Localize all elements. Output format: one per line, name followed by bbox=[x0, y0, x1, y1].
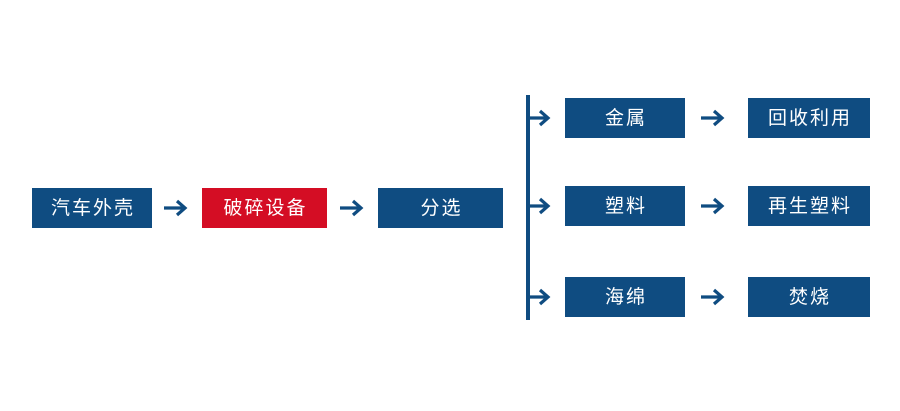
node-crusher[interactable]: 破碎设备 bbox=[202, 188, 327, 228]
node-sorting[interactable]: 分选 bbox=[378, 188, 503, 228]
node-plastic[interactable]: 塑料 bbox=[565, 186, 685, 226]
arrow-right-icon bbox=[700, 194, 728, 218]
node-repolymer[interactable]: 再生塑料 bbox=[748, 186, 870, 226]
arrow-right-icon bbox=[700, 285, 728, 309]
node-metal[interactable]: 金属 bbox=[565, 98, 685, 138]
node-sponge[interactable]: 海绵 bbox=[565, 277, 685, 317]
arrow-right-icon bbox=[700, 106, 728, 130]
node-car-shell[interactable]: 汽车外壳 bbox=[32, 188, 152, 228]
arrow-right-icon bbox=[528, 285, 554, 309]
arrow-right-icon bbox=[339, 196, 367, 220]
node-recycle[interactable]: 回收利用 bbox=[748, 98, 870, 138]
arrow-right-icon bbox=[163, 196, 191, 220]
arrow-right-icon bbox=[528, 106, 554, 130]
node-incin[interactable]: 焚烧 bbox=[748, 277, 870, 317]
arrow-right-icon bbox=[528, 194, 554, 218]
